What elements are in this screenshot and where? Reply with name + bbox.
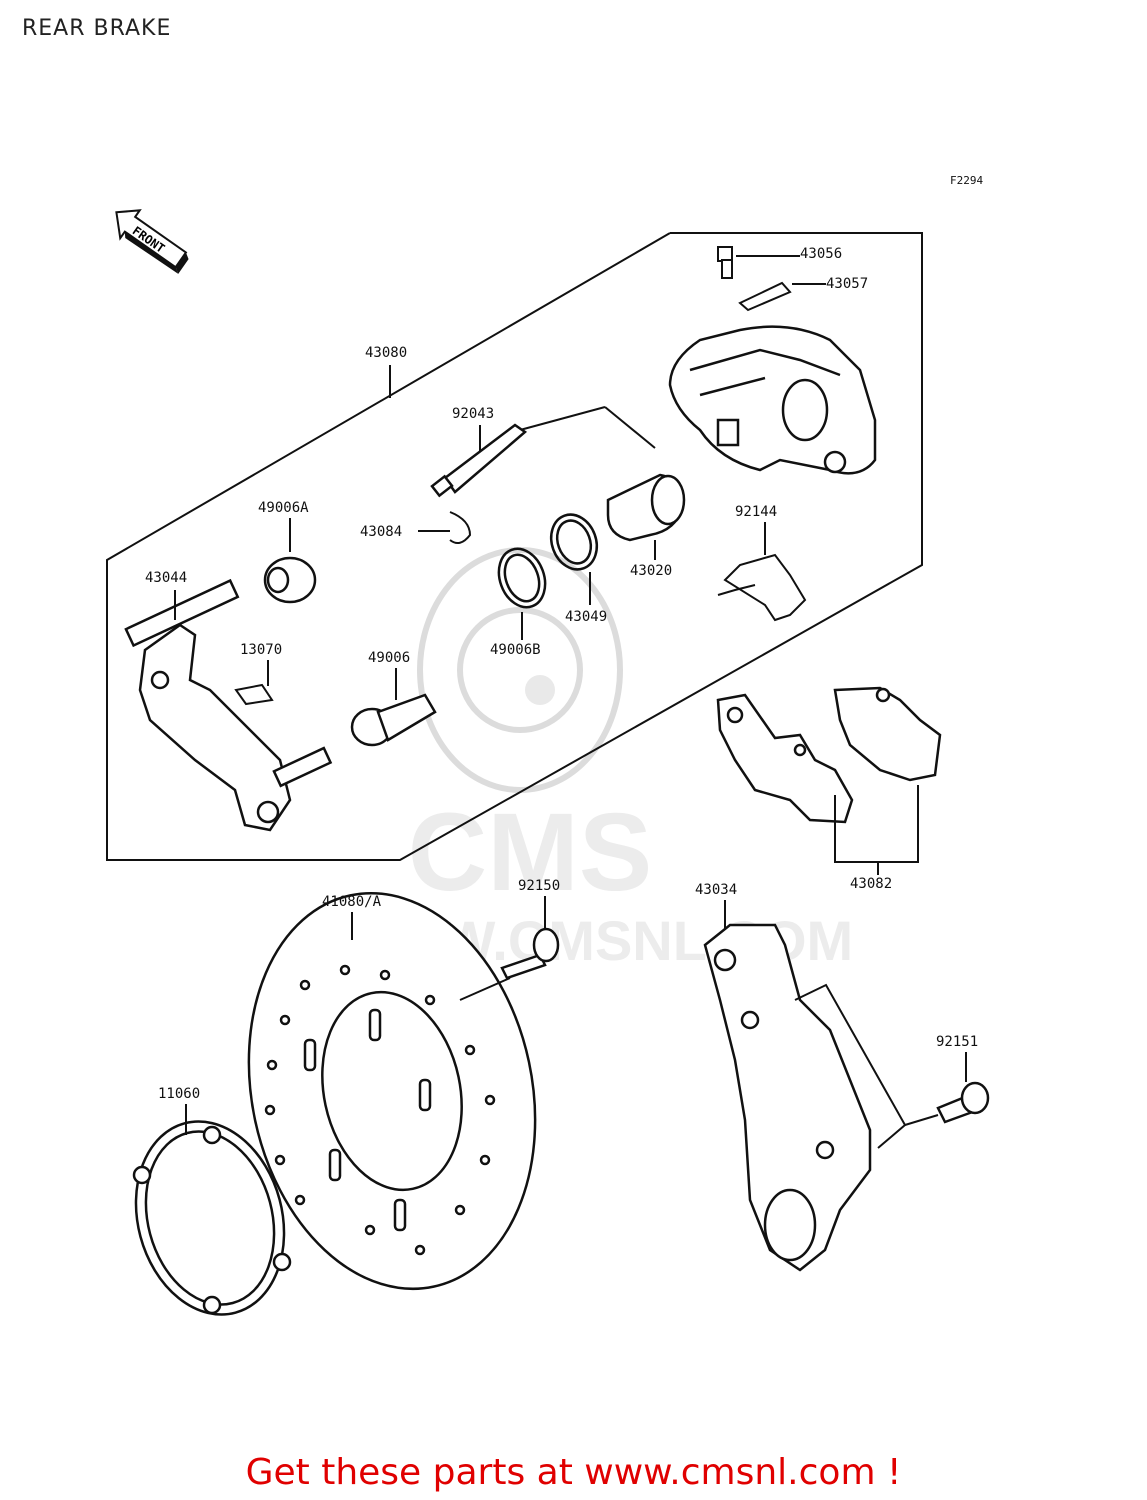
label-43049: 43049 [565, 609, 607, 625]
front-arrow-icon: FRONT [115, 209, 189, 274]
leader-92151 [904, 1114, 939, 1126]
caliper-holder [703, 923, 872, 1272]
bracket-43082 [834, 785, 919, 863]
label-92144: 92144 [735, 504, 777, 520]
assembly-outline [106, 232, 923, 861]
bleed-cap [738, 281, 826, 312]
label-43080: 43080 [365, 345, 407, 361]
gasket [132, 1120, 292, 1316]
seal-inner [549, 513, 599, 571]
clip [418, 511, 472, 545]
brake-pad-left [716, 693, 854, 824]
piston [606, 473, 686, 542]
bleed-valve [717, 246, 800, 279]
label-43084: 43084 [360, 524, 402, 540]
parts-diagram: CMS WWW.CMSNL.COM FRONT F2294 43056 4305… [106, 174, 990, 1316]
caliper-leader-2 [604, 406, 656, 449]
label-43082: 43082 [850, 876, 892, 892]
label-43057: 43057 [826, 276, 868, 292]
pin [430, 423, 528, 498]
label-43034: 43034 [695, 882, 737, 898]
figure-code: F2294 [950, 174, 983, 187]
label-43020: 43020 [630, 563, 672, 579]
label-49006A: 49006A [258, 500, 309, 516]
label-49006: 49006 [368, 650, 410, 666]
caliper-leader [519, 406, 606, 431]
seal-outer [497, 547, 547, 609]
label-43044: 43044 [145, 570, 187, 586]
label-92150: 92150 [518, 878, 560, 894]
leader-92150-disc [459, 977, 511, 1001]
footer-suffix: ! [875, 1452, 902, 1493]
caliper-bracket [124, 578, 333, 832]
brake-disc [247, 891, 537, 1291]
footer-banner: Get these parts at www.cmsnl.com ! [0, 1452, 1147, 1493]
label-92151: 92151 [936, 1034, 978, 1050]
label-49006B: 49006B [490, 642, 541, 658]
pad-spring [717, 553, 807, 622]
watermark-brand: CMS [408, 791, 652, 914]
small-plate [234, 683, 274, 706]
leader-92151-bracket [794, 983, 907, 1149]
label-43056: 43056 [800, 246, 842, 262]
boot-lower [350, 693, 437, 747]
label-41080A: 41080/A [322, 894, 382, 910]
boot-upper [263, 556, 317, 604]
label-13070: 13070 [240, 642, 282, 658]
page-title: REAR BRAKE [22, 16, 172, 41]
footer-link[interactable]: www.cmsnl.com [584, 1452, 876, 1493]
brake-pad-right [833, 686, 942, 782]
label-11060: 11060 [158, 1086, 200, 1102]
caliper-body [668, 325, 877, 475]
label-92043: 92043 [452, 406, 494, 422]
footer-prefix: Get these parts at [245, 1452, 585, 1493]
bracket-bolt [936, 1081, 990, 1124]
